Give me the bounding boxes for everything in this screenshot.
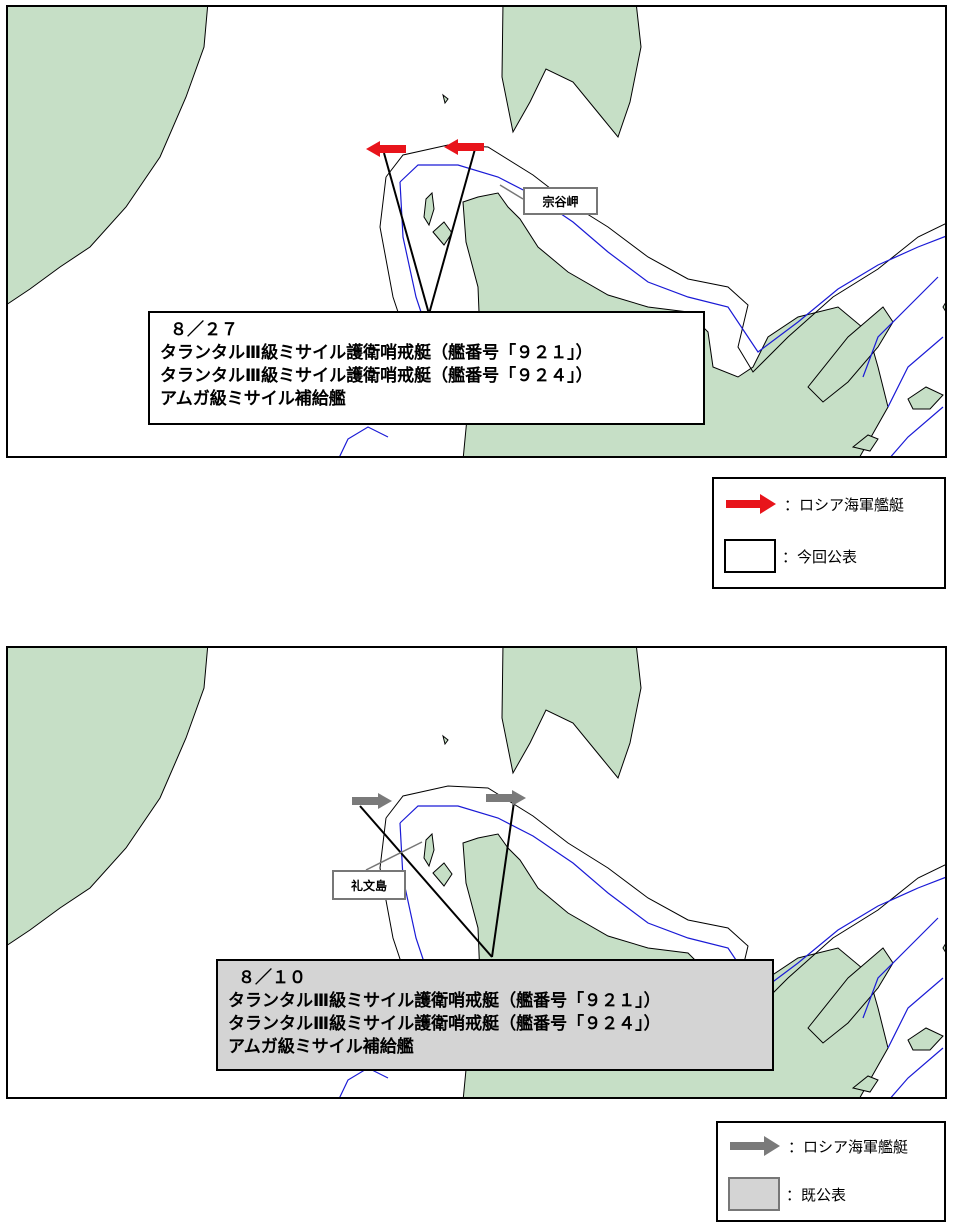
boundary-line-south — [339, 1067, 389, 1097]
legend-arrow-label: ：ロシア海軍艦艇 — [784, 495, 905, 514]
land-sakhalin — [501, 648, 642, 780]
place-label-leader — [365, 841, 423, 871]
land-kuril-b — [907, 1027, 944, 1051]
boundary-line-west — [399, 822, 427, 969]
legend-2: ：ロシア海軍艦艇 ：既公表 — [716, 1121, 946, 1222]
boundary-line-east — [862, 276, 944, 456]
land-kuril-b — [907, 386, 944, 410]
legend-gray-arrow-icon — [730, 1136, 780, 1156]
info-ship-1: タランタルⅢ級ミサイル護衛哨戒艇（艦番号「９２１」） — [228, 991, 661, 1011]
boundary-line — [399, 805, 945, 994]
map-panel-2: 礼文島 ８／１０ タランタルⅢ級ミサイル護衛哨戒艇（艦番号「９２１」） タランタ… — [6, 646, 947, 1099]
track-line-1 — [359, 805, 493, 958]
boundary-line — [399, 164, 945, 353]
legend-1: ：ロシア海軍艦艇 ：今回公表 — [712, 477, 946, 589]
legend-swatch-new — [724, 539, 776, 573]
ship-arrow-1 — [366, 141, 406, 157]
land-kuril-a — [807, 947, 894, 1044]
ship-arrow-1 — [352, 793, 392, 809]
land-continent — [8, 648, 209, 946]
land-kuril-d — [942, 302, 945, 312]
place-label-soya-misaki: 宗谷岬 — [523, 187, 598, 215]
place-label-rebun-island: 礼文島 — [332, 870, 406, 900]
land-islet — [442, 93, 449, 105]
land-continent — [8, 7, 209, 305]
track-line-2 — [428, 148, 476, 315]
legend-swatch-row: ：今回公表 — [724, 539, 857, 573]
land-kuril-d — [942, 943, 945, 953]
ship-arrow-2 — [444, 139, 484, 155]
legend-arrow-row: ：ロシア海軍艦艇 — [724, 493, 904, 515]
map-panel-1: 宗谷岬 ８／２７ タランタルⅢ級ミサイル護衛哨戒艇（艦番号「９２１」） タランタ… — [6, 5, 947, 458]
legend-swatch-label: ：既公表 — [786, 1185, 847, 1204]
territorial-line — [385, 785, 945, 1014]
place-label-leader — [499, 184, 524, 200]
info-ship-2: タランタルⅢ級ミサイル護衛哨戒艇（艦番号「９２４」） — [160, 366, 593, 386]
info-ship-3: アムガ級ミサイル補給艦 — [228, 1037, 414, 1057]
territorial-line-west — [379, 176, 404, 328]
land-kuril-c — [851, 434, 879, 452]
info-ship-1: タランタルⅢ級ミサイル護衛哨戒艇（艦番号「９２１」） — [160, 343, 593, 363]
info-box-2: ８／１０ タランタルⅢ級ミサイル護衛哨戒艇（艦番号「９２１」） タランタルⅢ級ミ… — [216, 959, 774, 1071]
land-rebun — [423, 191, 435, 227]
land-kuril-a — [807, 306, 894, 403]
info-box-1: ８／２７ タランタルⅢ級ミサイル護衛哨戒艇（艦番号「９２１」） タランタルⅢ級ミ… — [148, 311, 705, 425]
legend-swatch-row: ：既公表 — [728, 1177, 846, 1211]
land-kuril-c — [851, 1075, 879, 1093]
legend-red-arrow-icon — [726, 494, 776, 514]
boundary-line-east — [862, 917, 944, 1097]
legend-arrow-row: ：ロシア海軍艦艇 — [728, 1135, 908, 1157]
track-line-1 — [383, 152, 430, 315]
territorial-line-west — [379, 817, 404, 969]
land-rebun — [423, 832, 435, 868]
boundary-line-south — [339, 426, 389, 456]
legend-swatch-label: ：今回公表 — [782, 547, 858, 566]
land-islet — [442, 734, 449, 746]
ship-arrow-2 — [486, 790, 526, 806]
info-ship-2: タランタルⅢ級ミサイル護衛哨戒艇（艦番号「９２４」） — [228, 1014, 661, 1034]
info-date: ８／１０ — [238, 968, 306, 988]
legend-arrow-label: ：ロシア海軍艦艇 — [788, 1137, 909, 1156]
info-date: ８／２７ — [170, 320, 238, 340]
track-line-2 — [491, 801, 515, 958]
land-rishiri — [432, 862, 453, 887]
info-ship-3: アムガ級ミサイル補給艦 — [160, 389, 346, 409]
legend-swatch-published — [728, 1177, 780, 1211]
land-sakhalin — [501, 7, 642, 139]
